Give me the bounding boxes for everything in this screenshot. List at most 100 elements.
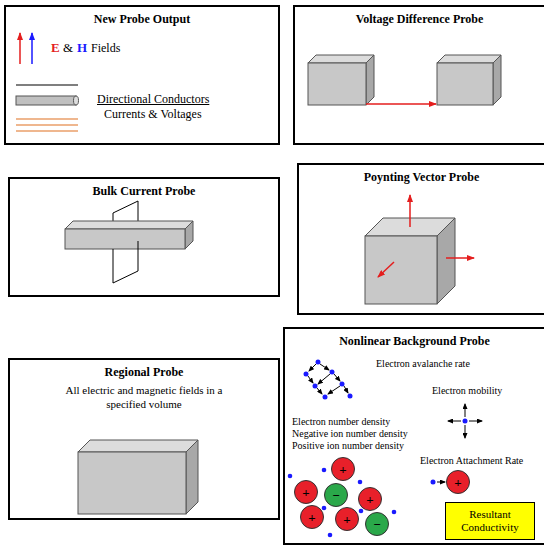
bar <box>65 221 193 249</box>
cube-top <box>437 55 501 63</box>
probe-panel: Regional ProbeAll electric and magnetic … <box>8 358 280 520</box>
quantity-label: Electron mobility <box>432 385 502 396</box>
probe-plane-bottom <box>113 241 138 283</box>
electron-dot <box>392 510 397 515</box>
mobility-arrow <box>465 404 466 417</box>
electron-dot <box>359 509 364 514</box>
avalanche-electrons <box>304 360 353 400</box>
cube-front <box>308 63 366 105</box>
electron-dot <box>323 395 328 400</box>
poynting-arrow <box>409 195 411 227</box>
quantity-label: Positive ion number density <box>292 440 404 451</box>
avalanche-arrow <box>308 376 313 383</box>
avalanche-arrows <box>308 364 348 394</box>
electron-dot <box>322 506 327 511</box>
quantity-label: Electron number density <box>292 416 390 427</box>
poynting-arrow <box>378 262 394 277</box>
mobility-arrow <box>469 421 482 422</box>
charge-sign: + <box>302 486 309 499</box>
current-line <box>16 130 78 131</box>
field-letter: E <box>51 40 60 56</box>
avalanche-arrow <box>344 386 348 393</box>
charge-sign: + <box>308 511 315 524</box>
result-text: Resultant Conductivity <box>451 508 529 534</box>
attachment-arrow <box>437 482 445 483</box>
result-box: Resultant Conductivity <box>445 502 535 540</box>
quantity-label: Electron Attachment Rate <box>420 455 523 466</box>
charge-sign: + <box>343 513 350 526</box>
field-label: & <box>63 40 73 56</box>
conductor-line <box>16 84 78 85</box>
charge-sign: − <box>332 489 339 502</box>
voltage-arrow <box>366 103 436 105</box>
bar-top <box>65 221 193 229</box>
avalanche-arrow <box>317 388 322 394</box>
poynting-arrow <box>446 257 474 259</box>
electron-dot <box>313 384 318 389</box>
probe-panel: Voltage Difference Probe <box>293 5 544 145</box>
charge-circle: + <box>300 505 324 529</box>
panel-body: All electric and magnetic fields in a sp… <box>59 383 229 412</box>
quantity-label: Negative ion number density <box>292 428 408 439</box>
charge-sign: + <box>366 493 373 506</box>
electron-dot <box>348 394 353 399</box>
current-line <box>16 118 78 119</box>
electron-dot <box>431 480 436 485</box>
charge-circle: + <box>335 507 359 531</box>
panel-title: Nonlinear Background Probe <box>285 334 544 349</box>
e-field-arrow <box>19 33 21 64</box>
electron-dot <box>340 382 345 387</box>
electron-dot <box>463 419 468 424</box>
panel-title: Poynting Vector Probe <box>299 170 544 185</box>
field-letter: H <box>77 40 87 56</box>
electron-dot <box>330 370 335 375</box>
cube-top <box>78 440 198 452</box>
electron-dot <box>288 474 293 479</box>
charge-circle: + <box>358 487 382 511</box>
avalanche-arrow <box>328 386 340 394</box>
probe-panel: Poynting Vector Probe <box>297 163 544 315</box>
electron-dot <box>304 372 309 377</box>
cube <box>308 55 374 105</box>
cube-side <box>366 55 374 105</box>
conductor-label: Directional Conductors <box>97 92 209 107</box>
cylinder-end <box>74 96 79 105</box>
charge-sign: − <box>373 518 380 531</box>
electron-dot <box>358 480 363 485</box>
cube <box>437 55 501 105</box>
cube <box>78 440 198 514</box>
field-label: Fields <box>91 41 120 56</box>
cube-front <box>78 452 186 514</box>
cube-side <box>493 55 501 105</box>
h-field-arrow <box>31 33 33 64</box>
charge-circle: + <box>446 470 470 494</box>
cube-front <box>365 236 437 304</box>
probe-panel: Nonlinear Background Probe+++−+++−Result… <box>283 327 544 545</box>
avalanche-arrow <box>309 364 316 371</box>
electron-dot <box>322 468 327 473</box>
cube-top <box>308 55 374 63</box>
mobility-arrows <box>448 404 482 438</box>
current-line <box>16 124 78 125</box>
avalanche-arrow <box>318 374 330 384</box>
cube-front <box>437 63 493 105</box>
conductor-label: Currents & Voltages <box>104 107 202 122</box>
panel-title: Regional Probe <box>10 365 278 380</box>
bar-front <box>65 229 185 249</box>
panel-title: Voltage Difference Probe <box>295 12 544 27</box>
cube <box>365 218 455 304</box>
charge-sign: + <box>454 476 461 489</box>
avalanche-arrow <box>334 374 340 381</box>
electron-dot <box>316 360 321 365</box>
charge-circle: + <box>294 480 318 504</box>
mobility-arrow <box>465 425 466 438</box>
panel-title: New Probe Output <box>6 12 278 27</box>
cube-side <box>186 440 198 514</box>
charge-circle: + <box>331 457 355 481</box>
conductor-cylinder <box>16 96 76 105</box>
avalanche-arrow <box>320 364 329 370</box>
charge-circle: − <box>324 483 348 507</box>
quantity-label: Electron avalanche rate <box>376 358 470 369</box>
mobility-arrow <box>448 421 461 422</box>
